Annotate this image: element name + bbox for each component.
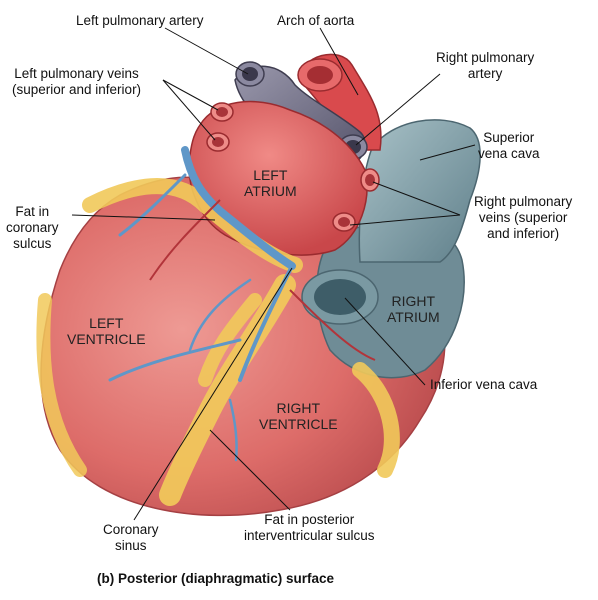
label-line: artery — [467, 66, 503, 81]
label-line: Right pulmonary — [474, 194, 573, 209]
region-right-atrium: RIGHT ATRIUM — [387, 293, 440, 325]
label-line: coronary — [6, 220, 59, 235]
label-text: Left pulmonary artery — [76, 13, 204, 28]
region-line: RIGHT — [391, 293, 436, 309]
region-right-ventricle: RIGHT VENTRICLE — [259, 400, 338, 432]
label-line: veins (superior — [478, 210, 568, 225]
region-left-atrium: LEFT ATRIUM — [244, 167, 297, 199]
superior-vena-cava — [358, 119, 481, 263]
region-line: ATRIUM — [387, 309, 440, 325]
label-line: sulcus — [13, 236, 52, 251]
coronary-sinus — [181, 146, 296, 270]
label-line: Fat in posterior — [264, 512, 355, 527]
region-line: LEFT — [253, 167, 288, 183]
label-fat-posterior-sulcus: Fat in posterior interventricular sulcus — [244, 512, 375, 544]
label-inferior-vena-cava: Inferior vena cava — [430, 377, 537, 393]
label-line: (superior and inferior) — [12, 82, 142, 97]
label-text: Inferior vena cava — [430, 377, 538, 392]
label-fat-coronary-sulcus: Fat in coronary sulcus — [6, 204, 59, 252]
label-line: interventricular sulcus — [244, 528, 375, 543]
label-left-pulmonary-artery: Left pulmonary artery — [76, 13, 204, 29]
label-line: Coronary — [103, 522, 159, 537]
label-right-pulmonary-veins: Right pulmonary veins (superior and infe… — [474, 194, 572, 242]
label-arch-of-aorta: Arch of aorta — [277, 13, 354, 29]
region-line: RIGHT — [276, 400, 321, 416]
label-right-pulmonary-artery: Right pulmonary artery — [436, 50, 534, 82]
label-line: sinus — [115, 538, 147, 553]
label-line: Right pulmonary — [436, 50, 535, 65]
label-left-pulmonary-veins: Left pulmonary veins (superior and infer… — [12, 66, 141, 98]
label-text: Arch of aorta — [277, 13, 355, 28]
region-line: VENTRICLE — [67, 331, 146, 347]
region-left-ventricle: LEFT VENTRICLE — [67, 315, 146, 347]
label-line: Superior — [483, 130, 535, 145]
label-coronary-sinus: Coronary sinus — [103, 522, 159, 554]
figure-caption: (b) Posterior (diaphragmatic) surface — [97, 571, 335, 586]
label-superior-vena-cava: Superior vena cava — [478, 130, 540, 162]
label-line: Left pulmonary veins — [14, 66, 139, 81]
label-line: and inferior) — [487, 226, 560, 241]
region-line: VENTRICLE — [259, 416, 338, 432]
region-line: ATRIUM — [244, 183, 297, 199]
label-line: Fat in — [15, 204, 50, 219]
region-line: LEFT — [89, 315, 124, 331]
label-line: vena cava — [478, 146, 540, 161]
